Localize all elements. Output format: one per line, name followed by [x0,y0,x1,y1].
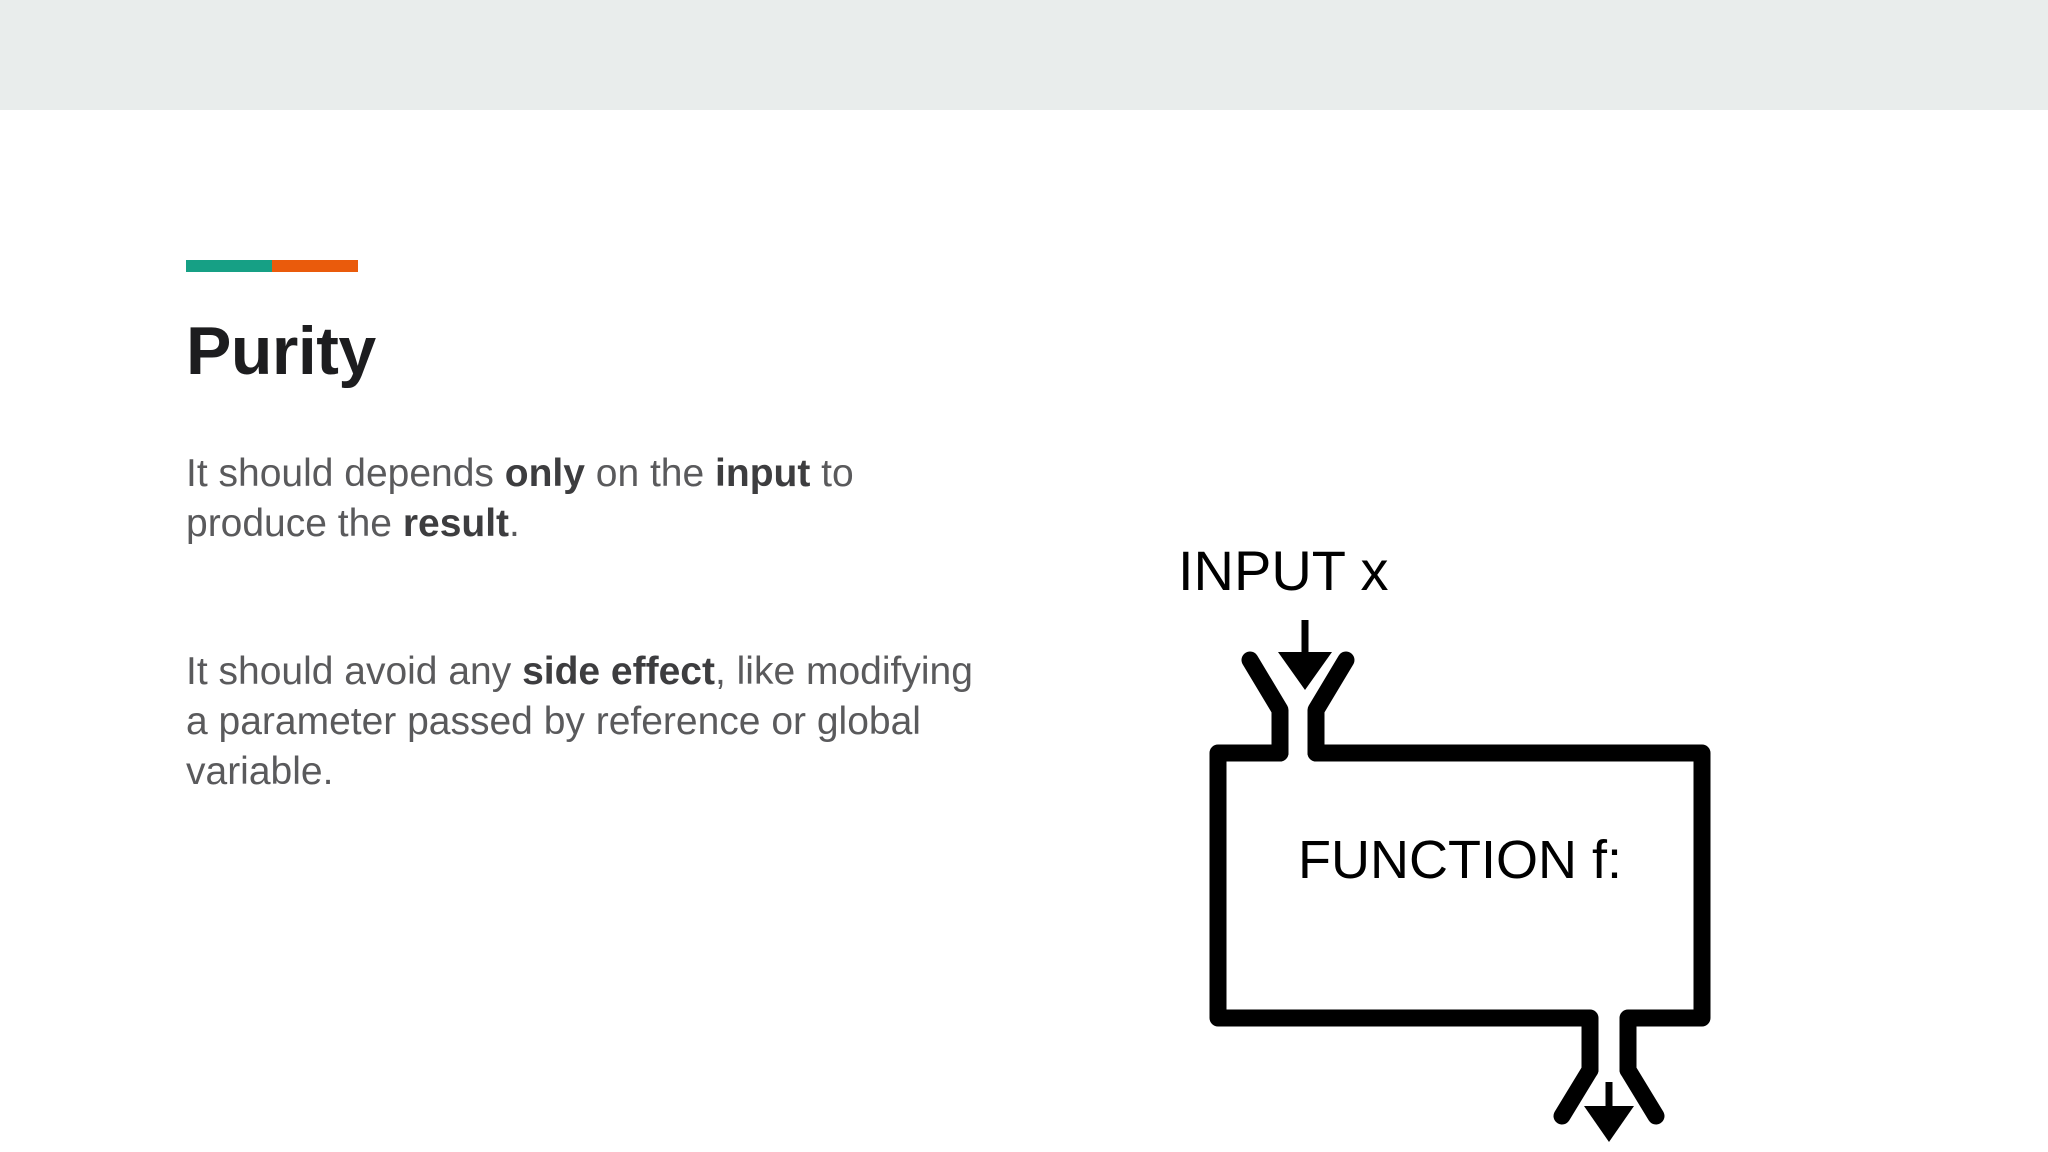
emphasis-text: input [715,452,811,496]
body-text: . [509,502,520,546]
accent-bar-orange-segment [272,260,358,272]
funnel-out-left-arm [1553,1061,1599,1125]
funnel-out-right-arm [1619,1061,1665,1125]
pure-function-diagram: INPUT x FUNCTION f: [1150,510,1870,1150]
body-text: , like modifying a parameter passed by r… [186,650,973,794]
slide-body: Purity It should depends only on the inp… [0,110,2048,1152]
funnel-in-right-arm [1307,651,1355,762]
input-arrow-icon [1278,620,1332,690]
body-text: It should depends [186,452,505,496]
funnel-in-left-arm [1241,651,1289,762]
page-title: Purity [186,313,376,389]
function-box-outline [1209,744,1711,1079]
diagram-function-label: FUNCTION f: [1298,830,1622,890]
paragraph-avoid-side-effect: It should avoid any side effect, like mo… [186,647,976,797]
output-arrow-icon [1584,1082,1634,1142]
left-text-column: Purity It should depends only on the inp… [186,260,976,797]
paragraph-spacer [186,549,976,647]
accent-bar [186,260,358,272]
accent-bar-teal-segment [186,260,272,272]
diagram-input-label: INPUT x [1178,539,1389,602]
body-text: It should avoid any [186,650,523,694]
body-text: to produce the [186,452,854,546]
emphasis-text: side effect [522,650,715,694]
header-band [0,0,2048,110]
emphasis-text: result [402,502,510,546]
paragraph-depends-on-input: It should depends only on the input to p… [186,449,976,549]
body-text: on the [584,452,716,496]
emphasis-text: only [504,452,585,496]
